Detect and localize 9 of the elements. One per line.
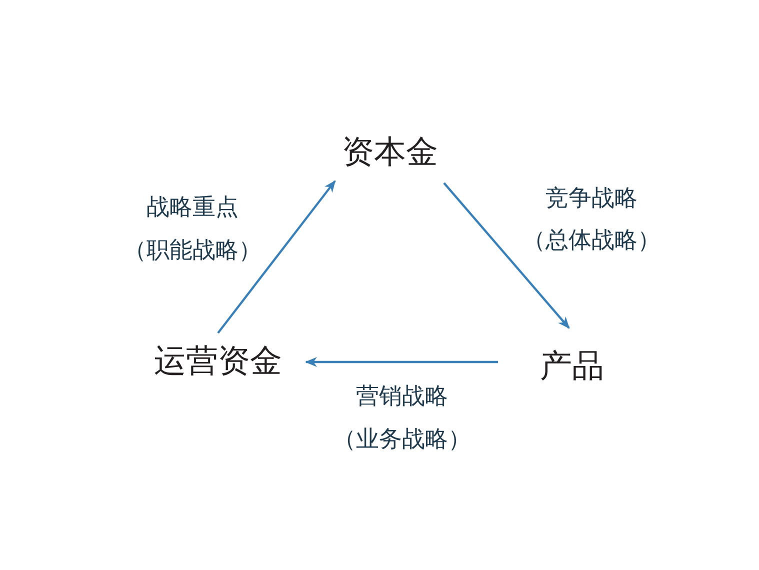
edge-label: 营销战略（业务战略） xyxy=(333,382,471,454)
arrow xyxy=(443,182,570,329)
arrow xyxy=(217,180,336,334)
node-label: 运营资金 xyxy=(154,342,282,380)
edge-label: 竞争战略（总体战略） xyxy=(522,184,660,256)
node-label: 产品 xyxy=(540,348,604,384)
node-label: 资本金 xyxy=(342,134,438,170)
edge-label: 战略重点（职能战略） xyxy=(124,193,262,265)
arrow xyxy=(305,357,498,367)
